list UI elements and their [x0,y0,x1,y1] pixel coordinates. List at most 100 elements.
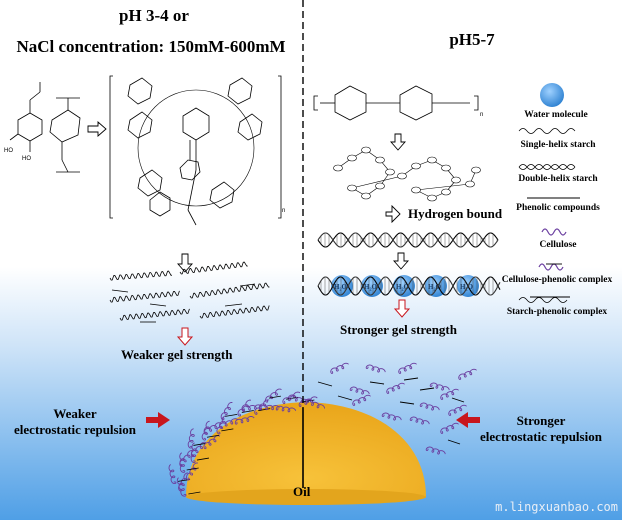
stronger-repulsion-line2: electrostatic repulsion [480,429,602,444]
phenolic-stick [317,381,333,387]
red-arrow-left [456,412,480,428]
left-title-line1: pH 3-4 or [119,6,189,25]
phenolic-stick [337,395,353,401]
cellulose-coil [419,402,440,411]
glucose-unit [361,192,371,200]
double-helix-starch-2 [317,276,501,296]
phenolic-stick [196,457,210,461]
legend-label-water: Water molecule [524,110,588,120]
water-molecule-icon [540,83,564,107]
legend-label-cellulose-phenolic: Cellulose-phenolic complex [501,275,613,285]
hollow-right-arrow-hbond [385,204,401,224]
phenolic-stick [186,467,199,471]
single-helix-strand [189,282,270,299]
glucose-unit [411,162,421,170]
weaker-repulsion-label: Weaker electrostatic repulsion [0,406,150,438]
glucose-unit [361,146,371,154]
helix-strand-a [317,276,501,296]
weaker-repulsion-line2: electrostatic repulsion [14,422,136,437]
cellulose-coil [203,422,222,435]
oil-droplet [186,402,426,497]
single-helix-cluster-left [109,261,270,323]
amylose-chain-structure [313,85,479,121]
double-helix-icon [518,164,576,170]
glucose-unit [411,186,421,194]
helix-strand-b [317,232,499,248]
phenolic-stick [241,410,254,413]
glucose-unit [441,164,451,172]
network-bond [415,183,471,191]
hollow-down-arrow-right-1 [390,133,406,151]
single-helix-strand [109,290,180,303]
glucose-unit [375,182,385,190]
glucose-unit [465,180,475,188]
cellulose-coil [425,446,446,455]
phenolic-stick [224,303,243,307]
phenolic-stick [239,283,256,287]
cellulose-coil [440,422,459,434]
stronger-repulsion-label: Stronger electrostatic repulsion [466,413,616,445]
cellulose-coil [220,402,233,421]
phenolic-stick [399,401,415,405]
starch-chain-network [333,146,481,202]
cellulose-coil [352,394,371,406]
cellulose-coil [429,382,450,391]
cellulose-coil [458,368,477,380]
stronger-repulsion-line1: Stronger [516,413,566,428]
stronger-gel-label: Stronger gel strength [340,322,457,337]
double-helix-starch-1 [317,232,499,248]
oil-droplet-base [186,489,426,505]
hollow-down-arrow-left-1 [177,253,193,273]
cellulose-coil [386,382,405,394]
phenolic-stick [206,434,220,438]
caffeic-oh-label: HO [4,148,13,154]
cellulose-coil [179,450,193,467]
cellulose-coil [178,472,189,492]
glucose-unit [333,164,343,172]
water-bubble-label: H₂O [460,283,474,291]
cellulose-coil [265,388,282,403]
cellulose-coil [187,428,195,449]
cellulose-coil [259,404,280,411]
cellulose-coil [398,362,417,374]
helix-strand-b [317,276,501,296]
phenolic-stick [188,491,201,495]
cellulose-unit-left [49,97,81,173]
cellulose-coil [190,441,207,458]
glucose-unit [441,188,451,196]
phenolic-stick [302,399,315,403]
cellulose-coil [275,405,297,413]
legend-label-single-helix: Single-helix starch [520,140,596,150]
cellulose-coil [234,416,255,425]
watermark: m.lingxuanbao.com [495,500,618,514]
hollow-down-arrow-left-2 [176,327,194,346]
phenolic-stick [369,381,385,385]
phenolic-stick [221,428,234,432]
starch-phenolic-icon [518,296,570,303]
cellulose-coil [349,386,370,395]
water-bubble-label: H₂O [364,283,378,291]
starch-phenolic-complex-structure [109,75,282,226]
left-title-line2: NaCl concentration: 150mM-600mM [16,37,286,56]
amylose-subscript-n: n [480,112,483,118]
single-helix-strand [119,308,190,321]
phenolic-stick [447,439,461,445]
glucose-unit [427,156,437,164]
cellulose-coil [168,464,177,485]
phenolic-stick [419,387,435,391]
legend-label-double-helix: Double-helix starch [518,174,598,184]
glucose-unit [471,166,481,174]
cellulose-coil [330,362,349,374]
glucose-unit [427,194,437,202]
cellulose-coil [305,399,326,409]
phenolic-stick [111,289,129,293]
caffeic-oh-label-2: HO [22,156,31,162]
phenolic-stick [451,397,465,403]
cellulose-icon [541,228,567,236]
glucose-unit [451,176,461,184]
cellulose-coil [219,418,239,429]
caffeic-acid-structure [9,82,43,152]
phenolic-stick [258,408,271,412]
cellulose-coil [381,412,402,421]
